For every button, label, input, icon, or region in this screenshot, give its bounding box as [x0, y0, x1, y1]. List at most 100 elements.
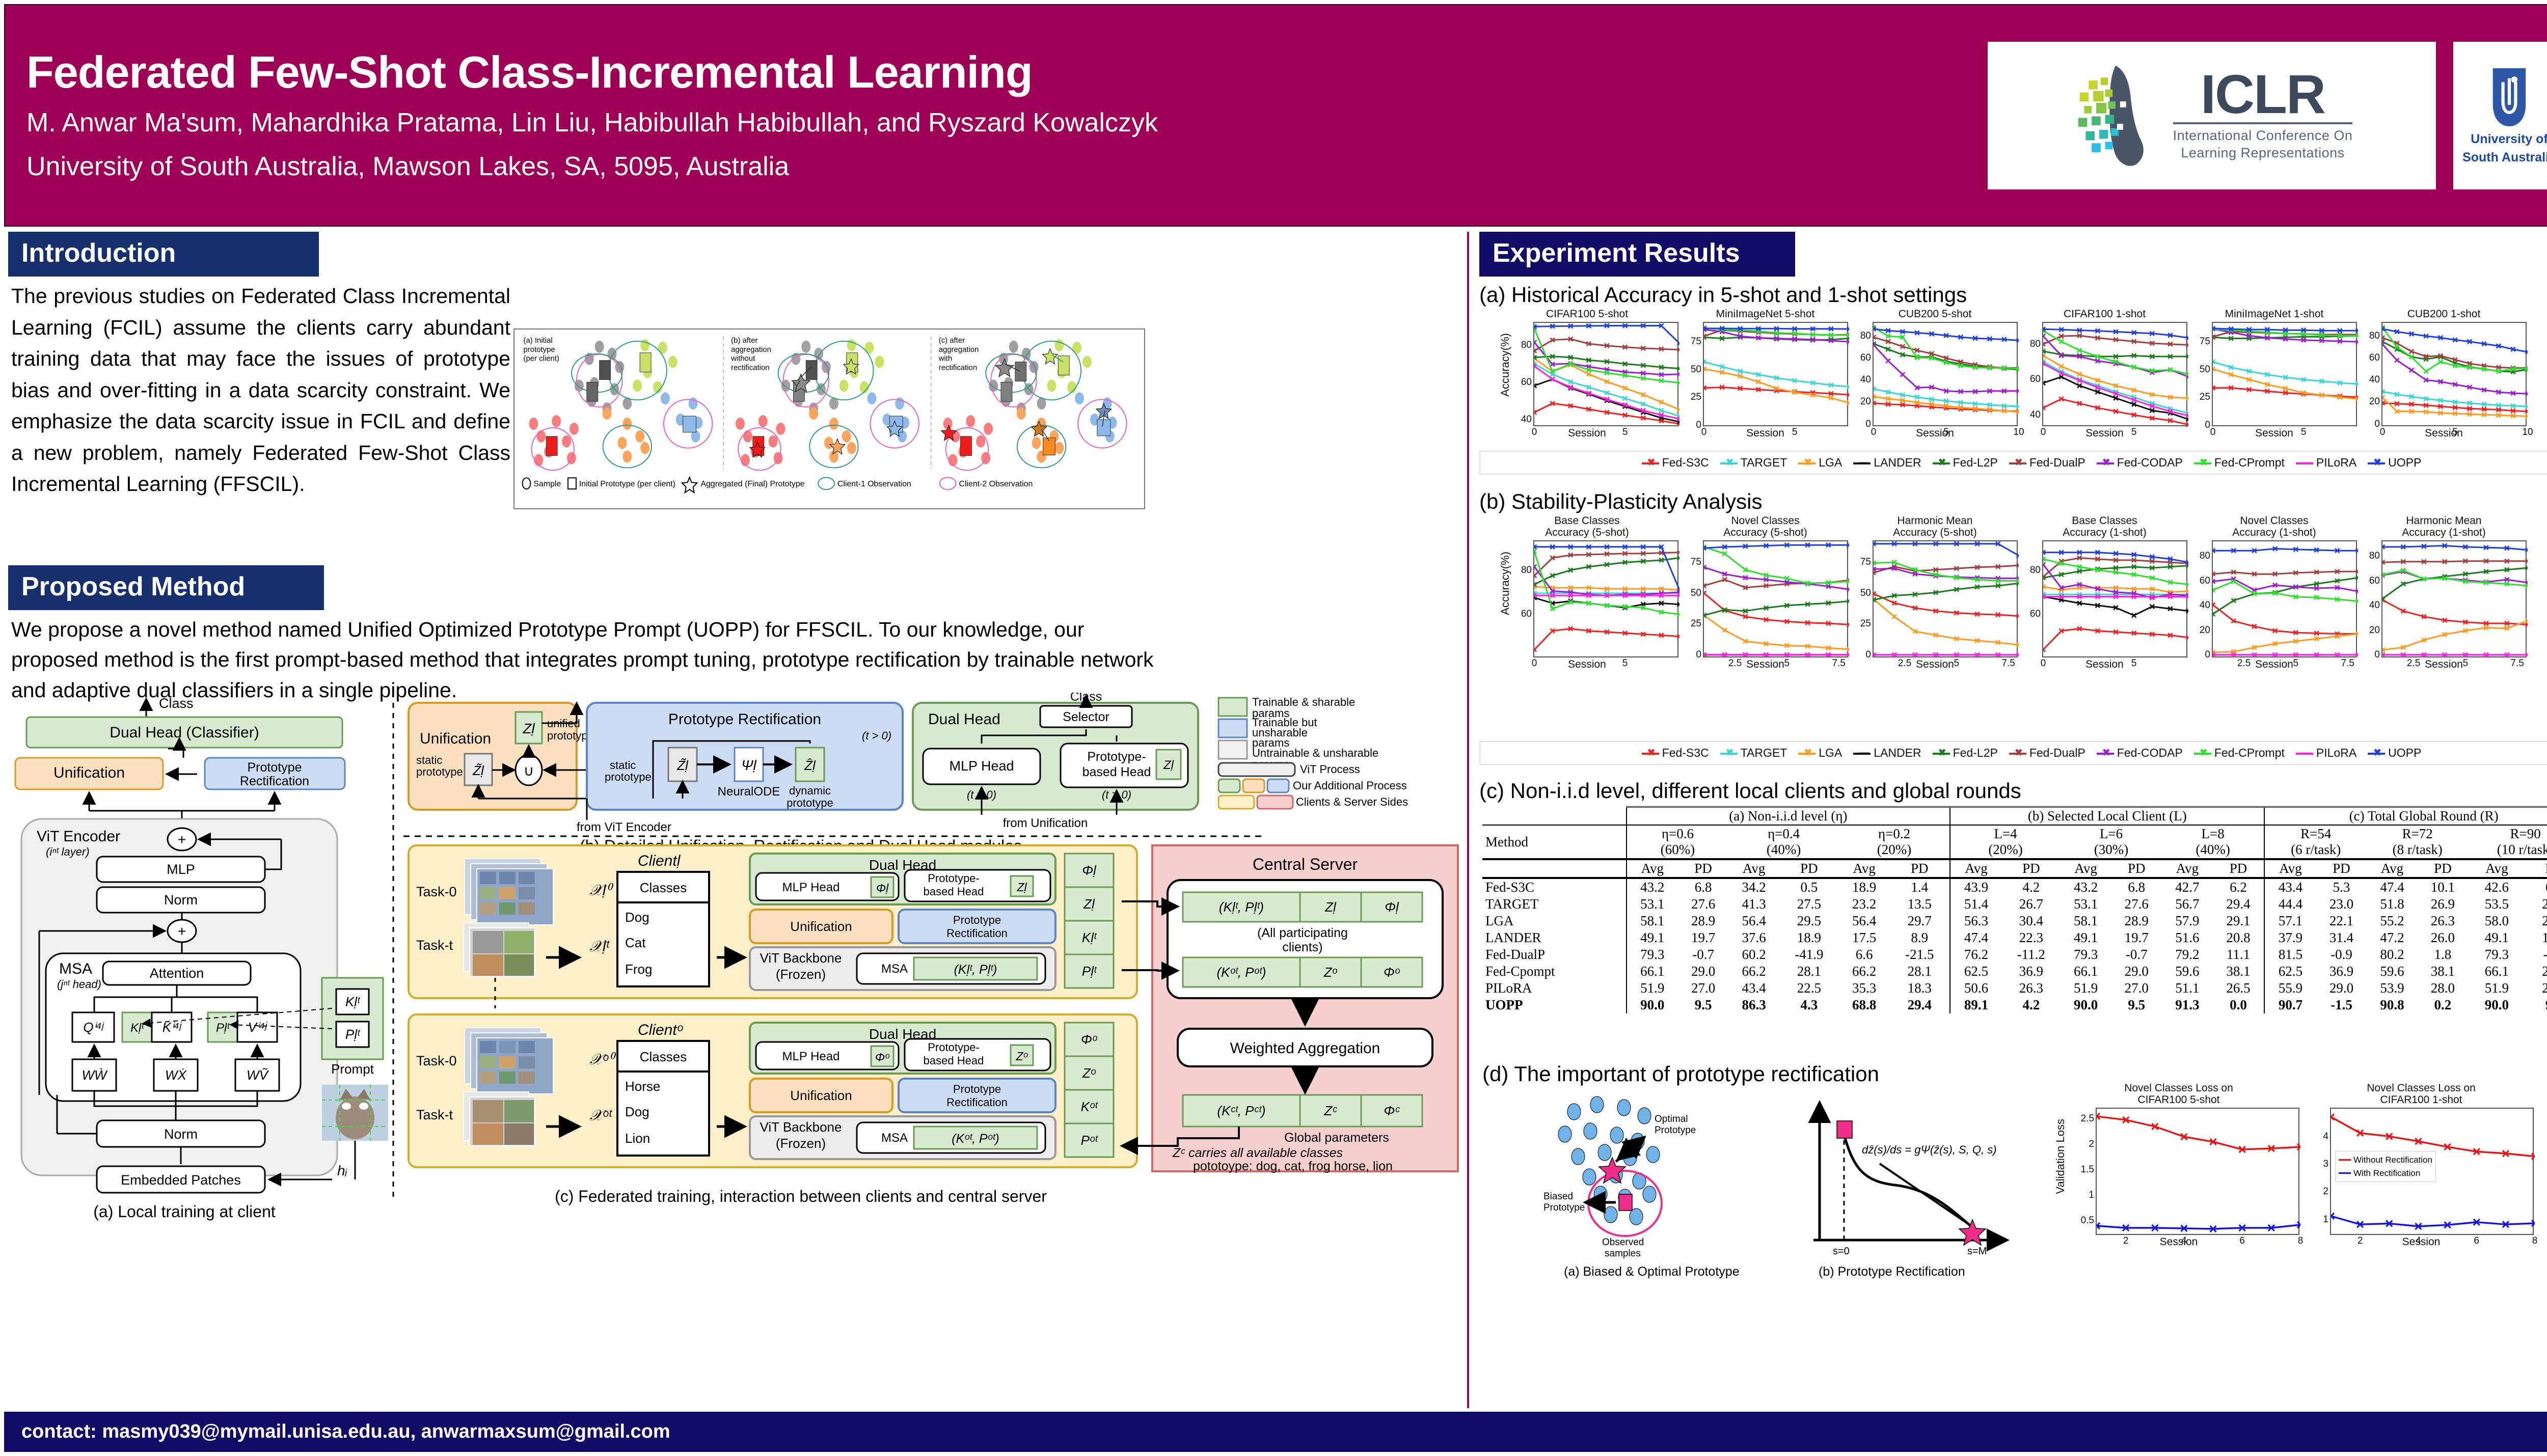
series-marker	[2415, 1223, 2422, 1230]
table-condition-header: L=4(20%)	[1949, 825, 2061, 859]
y-tick-label: 0	[1696, 419, 1701, 430]
series-marker	[2113, 565, 2119, 571]
series-marker	[2149, 554, 2155, 560]
legend-marker-icon: —	[2295, 748, 2313, 758]
series-marker	[2462, 619, 2469, 625]
series-marker	[2437, 398, 2444, 403]
series-marker	[2314, 652, 2319, 658]
table-cell-value: 22.5	[1797, 980, 1821, 996]
series-line-UOPP	[1703, 544, 1849, 549]
series-marker	[1659, 372, 1664, 378]
series-marker	[2058, 628, 2064, 634]
series-marker	[1640, 593, 1646, 598]
table-cell-value: 0.2	[2434, 997, 2452, 1012]
series-line-Fed-L2P	[2382, 567, 2528, 600]
table-condition-header: η=0.4(40%)	[1728, 825, 1839, 859]
chart-title-cifar100-5shot: CIFAR100 5-shot	[1546, 308, 1629, 320]
diagram-legend-box: Trainable & sharable params Trainable bu…	[1217, 696, 1408, 810]
series-marker	[1550, 376, 1555, 382]
series-marker	[2483, 580, 2489, 586]
intro-panel-a-label: (a) Initial	[524, 337, 553, 345]
series-marker	[2442, 559, 2448, 565]
series-marker	[2231, 569, 2236, 575]
series-marker	[2167, 367, 2173, 373]
subsection-c-title: (c) Non-i.i.d level, different local cli…	[1479, 779, 2021, 803]
x-axis-title: Session	[1916, 427, 1954, 439]
series-marker	[1622, 604, 1628, 610]
legend-label: Fed-L2P	[1953, 746, 1998, 759]
series-marker	[1568, 626, 1574, 631]
x-tick-label: 6	[2474, 1235, 2479, 1247]
series-marker	[1784, 575, 1790, 581]
table-cell-value: 28.9	[2124, 913, 2149, 928]
series-marker	[2467, 400, 2473, 406]
series-line-Fed-DualP	[2382, 560, 2528, 563]
series-marker	[2167, 353, 2173, 360]
series-marker	[2467, 361, 2473, 367]
table-cell-value: 26.9	[2430, 896, 2455, 912]
series-marker	[1826, 652, 1831, 658]
table-cell-value: 56.4	[1852, 913, 1877, 928]
series-marker	[2252, 645, 2257, 650]
series-marker	[1743, 652, 1748, 658]
series-line-Fed-DualP	[1873, 564, 2019, 574]
series-marker	[2252, 624, 2257, 629]
series-marker	[1987, 388, 1993, 394]
table-metric-header: Avg	[1949, 858, 2002, 878]
legend-marker-icon: ✖	[1932, 748, 1950, 758]
series-marker	[2462, 628, 2469, 634]
series-marker	[2335, 578, 2340, 584]
series-marker	[2077, 401, 2082, 406]
x-tick-label: 0	[1531, 427, 1537, 438]
series-marker	[1719, 336, 1725, 341]
s-equals-0-label: s=0	[1833, 1246, 1850, 1257]
series-marker	[1954, 636, 1960, 642]
table-cell-value: 18.9	[1797, 930, 1821, 945]
series-marker	[1604, 593, 1610, 598]
proposed-method-body: We propose a novel method named Unified …	[11, 618, 1154, 702]
task-t-thumbnail-1	[463, 922, 535, 977]
table-metric-header: Avg	[1728, 858, 1779, 878]
series-marker	[2423, 377, 2429, 383]
table-cell-value: 56.4	[1742, 913, 1766, 928]
x-tick-label: 0	[2040, 427, 2046, 438]
table-cell-value: 57.1	[2264, 913, 2316, 929]
series-marker	[1774, 330, 1779, 336]
series-marker	[2444, 1143, 2451, 1151]
series-marker	[1933, 608, 1939, 614]
x-axis-title: Session	[2255, 658, 2293, 671]
series-marker	[1805, 601, 1810, 607]
author-list: M. Anwar Ma'sum, Mahardhika Pratama, Lin…	[26, 107, 1158, 138]
series-marker	[2246, 377, 2252, 382]
table-cell-value: 1.4	[1889, 877, 1950, 896]
series-line-LGA	[1534, 358, 1680, 410]
series-marker	[1995, 583, 2001, 589]
series-marker	[1891, 614, 1897, 620]
series-marker	[1774, 375, 1779, 381]
table-cell-method: LANDER	[1485, 930, 1541, 945]
table-cell-value: 47.2	[2380, 930, 2404, 945]
iclr-wordmark: ICLR International Conference On Learnin…	[2173, 66, 2353, 162]
legend-vit-process: ViT Process	[1300, 763, 1360, 776]
legend-item-TARGET: ✖TARGET	[1720, 456, 1787, 470]
legend-label: Fed-S3C	[1662, 456, 1709, 469]
series-marker	[2167, 564, 2173, 570]
y-tick-label: 40	[2199, 600, 2210, 611]
task-t-label-1: Task-t	[416, 938, 453, 953]
series-marker	[1912, 628, 1918, 635]
legend-marker-icon: ✖	[1720, 458, 1738, 468]
series-marker	[1933, 567, 1939, 573]
series-marker	[1622, 560, 1628, 565]
pt-prompt-label: Pḷᵗ	[216, 1021, 230, 1035]
series-marker	[1954, 610, 1960, 616]
x-tick-label: 10	[2522, 427, 2533, 438]
table-cell-value: 27.0	[2124, 980, 2149, 996]
table-cell-value: 31.4	[2329, 930, 2354, 945]
class-item-dog-1: Dog	[625, 910, 649, 925]
x-tick-label: 7.5	[2341, 658, 2354, 669]
series-marker	[2504, 577, 2510, 583]
